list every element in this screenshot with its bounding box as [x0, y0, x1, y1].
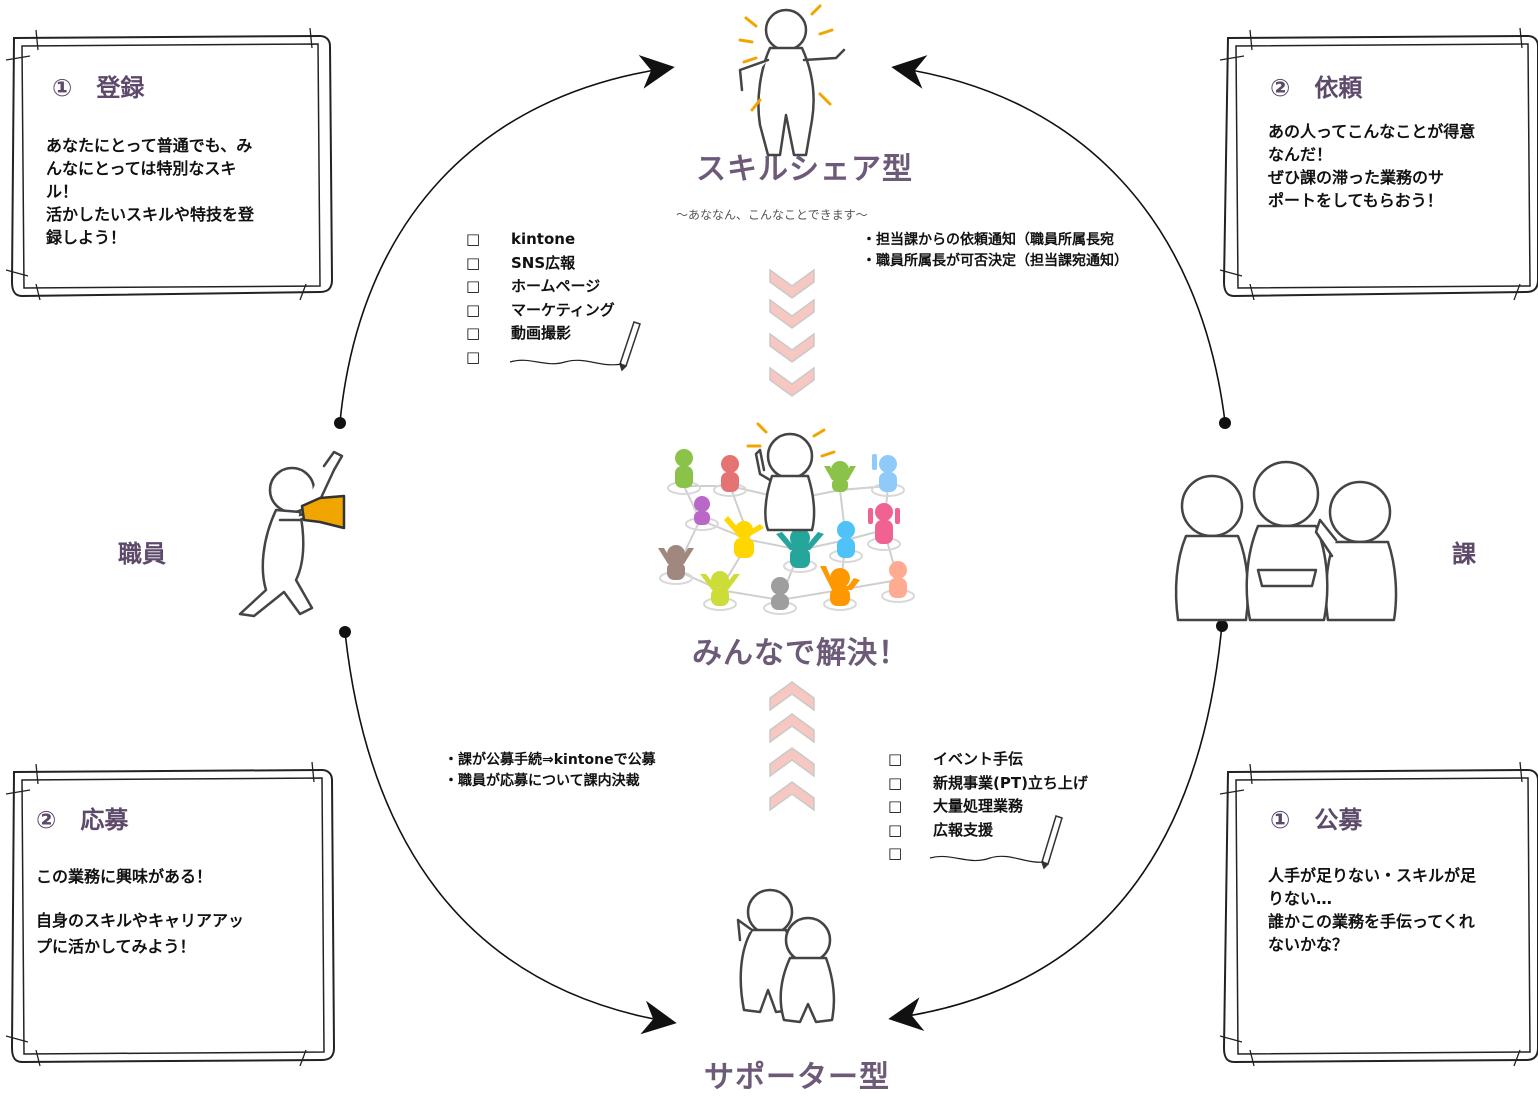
skill-checklist: □ kintone □ SNS広報 □ ホームページ □ マーケティング □ 動画撮影 □	[466, 228, 615, 369]
frame-recruit	[1219, 761, 1538, 1067]
group-network-icon	[658, 422, 915, 615]
apply-line: プに活かしてみよう！	[36, 937, 196, 956]
pen-icon	[1041, 815, 1063, 870]
list-item: □ 新規事業(PT)立ち上げ	[888, 772, 1088, 796]
chevron-up-icon	[769, 681, 815, 812]
supporters-icon	[736, 888, 836, 1024]
checkbox-icon: □	[466, 230, 481, 248]
cycle-dots	[334, 417, 1231, 638]
note-line: ・職員が応募について課内決裁	[444, 773, 640, 789]
shining-person-icon	[738, 4, 846, 157]
checkbox-icon: □	[888, 820, 903, 839]
list-item: □	[888, 842, 1088, 866]
solve-title: みんなで解決！	[692, 636, 909, 671]
checkbox-icon: □	[466, 347, 481, 366]
list-item: □ 動画撮影	[466, 322, 615, 346]
list-item: □ ホームページ	[466, 275, 615, 299]
skill-item: マーケティング	[511, 300, 615, 319]
notes-bottom: ・課が公募手続⇒kintoneで公募 ・職員が応募について課内決裁	[444, 750, 656, 792]
recruit-body: 人手が足りない・スキルが足 りない… 誰かこの業務を手伝ってくれ ないかな？	[1268, 864, 1530, 956]
list-item: □ イベント手伝	[888, 748, 1088, 772]
note-line: ・担当課からの依頼通知（職員所属長宛	[862, 232, 1114, 248]
recruit-heading: ① 公募	[1270, 806, 1363, 834]
cycle-arrows	[339, 55, 1226, 1035]
checkbox-icon: □	[466, 253, 481, 272]
arrow-section-to-skillshare	[891, 55, 1226, 423]
support-checklist: □ イベント手伝 □ 新規事業(PT)立ち上げ □ 大量処理業務 □ 広報支援 □	[888, 748, 1088, 866]
request-heading: ② 依頼	[1270, 74, 1363, 102]
skill-share-title: スキルシェア型	[696, 152, 913, 187]
support-item: 大量処理業務	[933, 797, 1024, 815]
list-item: □ 広報支援	[888, 819, 1088, 843]
register-body: あなたにとって普通でも、み んなにとっては特別なスキ ル！ 活かしたいスキルや特…	[46, 134, 316, 249]
apply-line	[36, 890, 306, 908]
megaphone-person-icon	[238, 450, 346, 618]
list-item: □ kintone	[466, 228, 615, 252]
skill-share-subtitle: ～あななん、こんなことできます～	[676, 208, 868, 222]
frame-apply	[5, 761, 336, 1067]
section-label: 課	[1452, 540, 1476, 568]
apply-heading: ② 応募	[36, 806, 129, 834]
apply-line: この業務に興味がある！	[36, 867, 213, 886]
arrow-staff-to-skillshare	[339, 55, 675, 423]
skill-item: 動画撮影	[511, 324, 572, 342]
register-line: んなにとっては特別なスキ	[46, 159, 237, 178]
register-line: 録しよう！	[46, 228, 127, 247]
skill-item: SNS広報	[511, 253, 576, 272]
register-line: 活かしたいスキルや特技を登	[46, 205, 255, 224]
checkbox-icon: □	[888, 844, 903, 862]
request-line: なんだ！	[1268, 145, 1333, 164]
recruit-line: 人手が足りない・スキルが足	[1268, 866, 1477, 885]
list-item: □ マーケティング	[466, 299, 615, 323]
arrow-staff-to-supporter	[344, 631, 677, 1035]
list-item: □ SNS広報	[466, 252, 615, 276]
recruit-line: 誰かこの業務を手伝ってくれ	[1268, 912, 1475, 931]
chevron-down-icon	[769, 268, 815, 397]
request-line: ぜひ課の滞った業務のサ	[1268, 168, 1445, 187]
register-line: あなたにとって普通でも、み	[46, 136, 253, 155]
supporter-title: サポーター型	[704, 1060, 890, 1095]
frame-request-text: ② 依頼 あの人ってこんなことが得意 なんだ！ ぜひ課の滞った業務のサ ポートを…	[1220, 0, 1538, 300]
support-item: イベント手伝	[933, 750, 1024, 768]
recruit-line: ないかな？	[1268, 935, 1349, 954]
register-heading: ① 登録	[52, 74, 145, 102]
frame-register-text: ① 登録 あなたにとって普通でも、み んなにとっては特別なスキ ル！ 活かしたい…	[0, 0, 340, 300]
request-body: あの人ってこんなことが得意 なんだ！ ぜひ課の滞った業務のサ ポートをしてもらお…	[1268, 120, 1528, 212]
support-item: 広報支援	[933, 820, 994, 839]
frame-register	[5, 27, 334, 301]
wavy-line	[509, 359, 1045, 863]
frame-recruit-text: ① 公募 人手が足りない・スキルが足 りない… 誰かこの業務を手伝ってくれ ない…	[1220, 760, 1538, 1070]
skill-item: kintone	[511, 230, 576, 248]
apply-line: 自身のスキルやキャリアアッ	[36, 911, 245, 930]
checkbox-icon: □	[466, 324, 481, 342]
arrow-section-to-supporter	[888, 623, 1223, 1031]
apply-body: この業務に興味がある！ 自身のスキルやキャリアアッ プに活かしてみよう！	[36, 864, 306, 960]
note-line: ・課が公募手続⇒kintoneで公募	[444, 752, 656, 768]
notes-top: ・担当課からの依頼通知（職員所属長宛 ・職員所属長が可否決定（担当課宛通知）	[862, 230, 1128, 272]
request-line: ポートをしてもらおう！	[1268, 191, 1443, 210]
staff-label: 職員	[118, 540, 166, 568]
checkbox-icon: □	[888, 773, 903, 792]
pen-icon	[619, 321, 641, 372]
support-item: 新規事業(PT)立ち上げ	[933, 773, 1088, 792]
note-line: ・職員所属長が可否決定（担当課宛通知）	[862, 253, 1128, 269]
request-line: あの人ってこんなことが得意	[1268, 122, 1476, 141]
list-item: □ 大量処理業務	[888, 795, 1088, 819]
three-people-icon	[1174, 460, 1398, 622]
checkbox-icon: □	[888, 750, 903, 768]
checkbox-icon: □	[888, 797, 903, 815]
checkbox-icon: □	[466, 300, 481, 319]
skill-item: ホームページ	[511, 277, 601, 295]
frame-request	[1219, 27, 1538, 301]
checkbox-icon: □	[466, 277, 481, 295]
frame-apply-text: ② 応募 この業務に興味がある！ 自身のスキルやキャリアアッ プに活かしてみよう…	[0, 760, 340, 1070]
recruit-line: りない…	[1268, 889, 1333, 908]
list-item: □	[466, 346, 615, 370]
register-line: ル！	[46, 182, 79, 201]
